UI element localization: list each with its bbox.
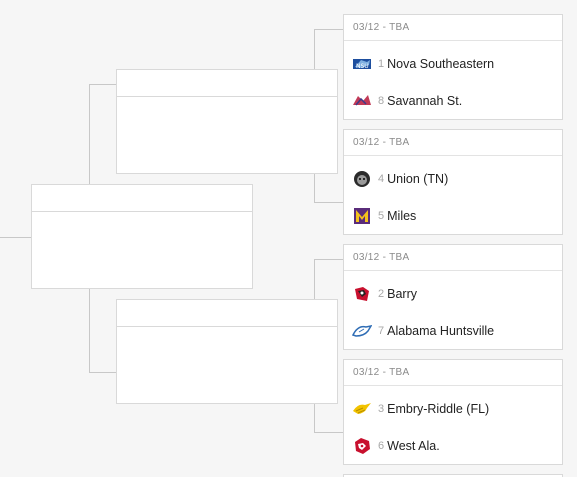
connector-line (314, 202, 343, 203)
team-seed: 3 (378, 402, 385, 415)
charger-logo-icon (352, 321, 372, 341)
bulldog-logo-icon (352, 169, 372, 189)
team-row[interactable]: 7 Alabama Huntsville (344, 312, 562, 349)
team-seed: 7 (378, 324, 385, 337)
team-row[interactable]: 5 Miles (344, 197, 562, 234)
team-seed: 2 (378, 287, 385, 300)
team-name: Alabama Huntsville (387, 323, 495, 338)
team-seed: 8 (378, 94, 385, 107)
game-date-status: 03/12 - TBA (344, 130, 562, 156)
eagle-logo-icon (352, 399, 372, 419)
game-card[interactable]: 03/12 - TBA 2 Barry 7 Alabama Huntsville (343, 244, 563, 350)
team-row[interactable]: 8 Savannah St. (344, 82, 562, 119)
team-name: Embry-Riddle (FL) (387, 401, 490, 416)
semifinal-slot-top (116, 69, 338, 174)
connector-line (314, 404, 315, 433)
connector-line (89, 84, 90, 184)
connector-line (314, 29, 315, 69)
semifinal-slot-bottom (116, 299, 338, 404)
team-name: Barry (387, 286, 417, 301)
connector-line (314, 29, 343, 30)
game-card[interactable]: 03/12 - TBA NSU 1 Nova Southeastern 8 Sa… (343, 14, 563, 120)
team-seed: 4 (378, 172, 385, 185)
connector-line (89, 372, 117, 373)
team-row[interactable]: 3 Embry-Riddle (FL) (344, 390, 562, 427)
final-slot (31, 184, 253, 289)
team-seed: 5 (378, 209, 385, 222)
team-name: Union (TN) (387, 171, 449, 186)
game-card-partial[interactable] (343, 474, 563, 477)
connector-line (89, 289, 90, 372)
tiger-logo-icon (352, 91, 372, 111)
connector-line (314, 432, 343, 433)
team-row[interactable]: 6 West Ala. (344, 427, 562, 464)
game-date-status: 03/12 - TBA (344, 360, 562, 386)
game-date-status: 03/12 - TBA (344, 245, 562, 271)
m-logo-icon (352, 206, 372, 226)
shark-logo-icon: NSU (352, 54, 372, 74)
team-name: Nova Southeastern (387, 56, 495, 71)
game-date-status: 03/12 - TBA (344, 15, 562, 41)
connector-line (314, 259, 315, 299)
team-seed: 1 (378, 57, 385, 70)
svg-text:NSU: NSU (356, 63, 369, 70)
connector-line (89, 84, 117, 85)
team-row[interactable]: 4 Union (TN) (344, 160, 562, 197)
team-seed: 6 (378, 439, 385, 452)
connector-line (314, 259, 343, 260)
buccaneer-logo-icon (352, 284, 372, 304)
team-name: Savannah St. (387, 93, 463, 108)
team-row[interactable]: 2 Barry (344, 275, 562, 312)
connector-line (314, 174, 315, 203)
team-name: West Ala. (387, 438, 440, 453)
game-card[interactable]: 03/12 - TBA 4 Union (TN) 5 Miles (343, 129, 563, 235)
team-row[interactable]: NSU 1 Nova Southeastern (344, 45, 562, 82)
connector-line (0, 237, 31, 238)
team-name: Miles (387, 208, 417, 223)
tiger-head-logo-icon (352, 436, 372, 456)
game-card[interactable]: 03/12 - TBA 3 Embry-Riddle (FL) 6 West A… (343, 359, 563, 465)
